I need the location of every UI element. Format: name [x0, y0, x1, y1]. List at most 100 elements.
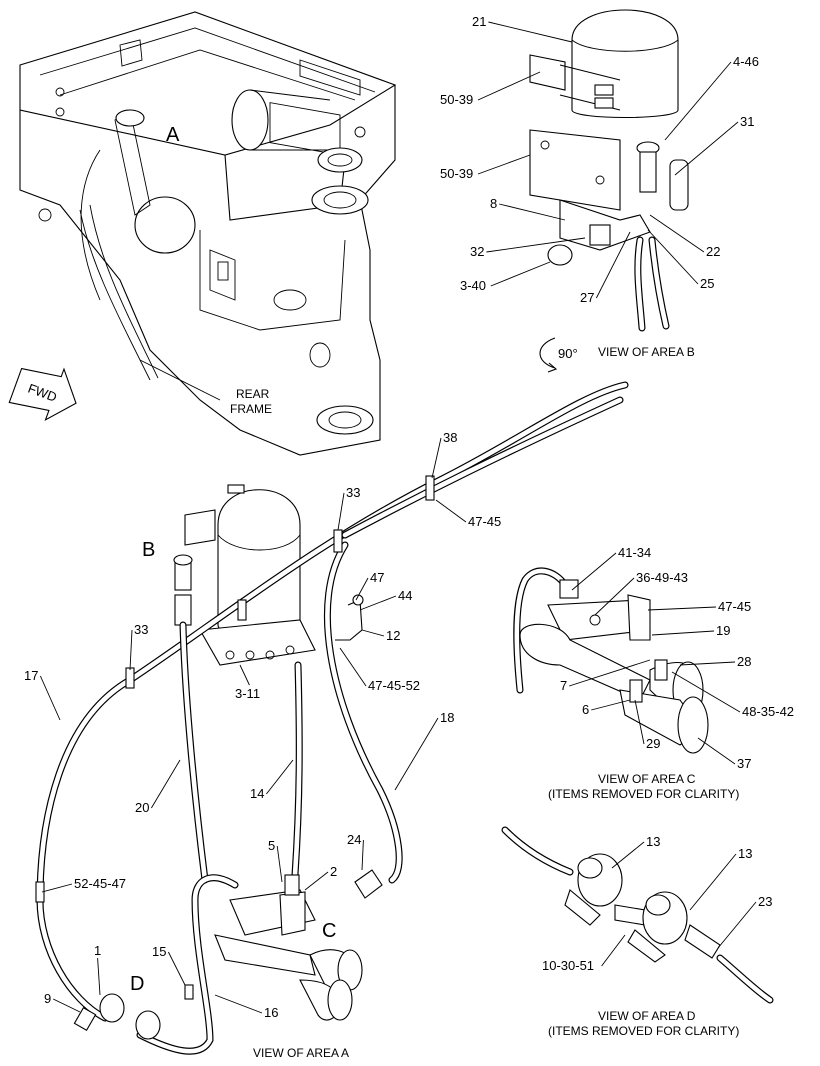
area-c-marker: C: [322, 920, 336, 942]
callout-47-45-52: 47-45-52: [368, 678, 420, 693]
leader-line: [361, 629, 385, 637]
view-d-drawing: [501, 826, 774, 1004]
leader-line: [129, 629, 133, 671]
leader-line: [41, 883, 73, 893]
leader-line: [674, 121, 739, 176]
callout-13: 13: [738, 846, 752, 861]
callout-3-40: 3-40: [460, 278, 486, 293]
view-a-callouts: 383347-454744123347-45-52173-11182014245…: [24, 430, 501, 1020]
leader-line: [647, 229, 699, 285]
callout-50-39: 50-39: [440, 166, 473, 181]
callout-19: 19: [716, 623, 730, 638]
leader-line: [355, 577, 369, 601]
callout-52-45-47: 52-45-47: [74, 876, 126, 891]
leader-line: [679, 661, 736, 666]
callout-31: 31: [740, 114, 754, 129]
view-c-caption-1: VIEW OF AREA C: [598, 772, 696, 786]
callout-47: 47: [370, 570, 384, 585]
view-a-caption: VIEW OF AREA A: [253, 1046, 349, 1060]
leader-line: [717, 901, 757, 949]
leader-line: [689, 853, 737, 911]
callout-36-49-43: 36-49-43: [636, 570, 688, 585]
view-a-leaders: [39, 437, 467, 1014]
callout-29: 29: [646, 736, 660, 751]
callout-4-46: 4-46: [733, 54, 759, 69]
callout-27: 27: [580, 290, 594, 305]
leader-line: [337, 492, 345, 531]
leader-line: [266, 759, 294, 795]
view-c-leaders: [569, 552, 741, 765]
callout-17: 17: [24, 668, 38, 683]
leader-line: [488, 21, 573, 43]
leader-line: [477, 154, 531, 175]
leader-line: [649, 214, 705, 253]
leader-line: [435, 499, 467, 523]
view-b-leaders: [477, 21, 739, 299]
view-d-callouts: 13 13 23 10-30-51: [542, 834, 772, 973]
leader-line: [359, 595, 397, 611]
callout-1: 1: [94, 943, 101, 958]
callout-24: 24: [347, 832, 361, 847]
leader-line: [499, 203, 566, 221]
callout-18: 18: [440, 710, 454, 725]
leader-line: [53, 998, 81, 1013]
view-c-callouts: 41-34 36-49-43 47-45 19 28 7 48-35-42 6 29 37: [560, 545, 794, 771]
callout-2: 2: [330, 864, 337, 879]
view-b-rotation: 90°: [558, 346, 578, 361]
callout-7: 7: [560, 678, 567, 693]
view-d-caption-1: VIEW OF AREA D: [598, 1009, 696, 1023]
callout-38: 38: [443, 430, 457, 445]
callout-13: 13: [646, 834, 660, 849]
leader-line: [214, 994, 263, 1014]
callout-25: 25: [700, 276, 714, 291]
callout-3-11: 3-11: [235, 686, 260, 701]
leader-line: [39, 675, 61, 721]
leader-line: [601, 934, 626, 967]
leader-line: [339, 647, 367, 687]
area-d-marker: D: [130, 973, 144, 995]
callout-41-34: 41-34: [618, 545, 651, 560]
rear-frame-label-1: REAR: [236, 387, 270, 401]
callout-37: 37: [737, 756, 751, 771]
leader-line: [569, 659, 651, 687]
callout-33: 33: [134, 622, 148, 637]
callout-44: 44: [398, 588, 412, 603]
callout-10-30-51: 10-30-51: [542, 958, 594, 973]
leader-line: [486, 237, 586, 253]
leader-line: [490, 261, 551, 287]
area-b-marker: B: [142, 539, 155, 561]
callout-16: 16: [264, 1005, 278, 1020]
callout-6: 6: [582, 702, 589, 717]
leader-line: [651, 630, 715, 636]
leader-line: [591, 699, 631, 711]
callout-22: 22: [706, 244, 720, 259]
view-c-caption-2: (ITEMS REMOVED FOR CLARITY): [548, 787, 739, 801]
callout-47-45: 47-45: [718, 599, 751, 614]
callout-23: 23: [758, 894, 772, 909]
leader-line: [431, 437, 442, 479]
view-c-drawing: [513, 567, 709, 754]
callout-50-39: 50-39: [440, 92, 473, 107]
callout-28: 28: [737, 654, 751, 669]
callout-47-45: 47-45: [468, 514, 501, 529]
view-b-caption: VIEW OF AREA B: [598, 345, 695, 359]
view-b-drawing: [529, 9, 689, 373]
callout-33: 33: [346, 485, 360, 500]
leader-line: [671, 671, 741, 713]
callout-9: 9: [44, 991, 51, 1006]
callout-48-35-42: 48-35-42: [742, 704, 794, 719]
leader-line: [361, 839, 364, 871]
leader-line: [594, 577, 635, 616]
leader-line: [167, 951, 186, 986]
fwd-arrow: FWD: [8, 367, 77, 422]
leader-line: [571, 552, 617, 591]
callout-15: 15: [152, 944, 166, 959]
leader-line: [477, 71, 541, 101]
view-a-drawing: [35, 381, 629, 1055]
callout-32: 32: [470, 244, 484, 259]
leader-line: [394, 717, 439, 791]
leader-line: [611, 841, 645, 869]
leader-line: [647, 606, 717, 611]
